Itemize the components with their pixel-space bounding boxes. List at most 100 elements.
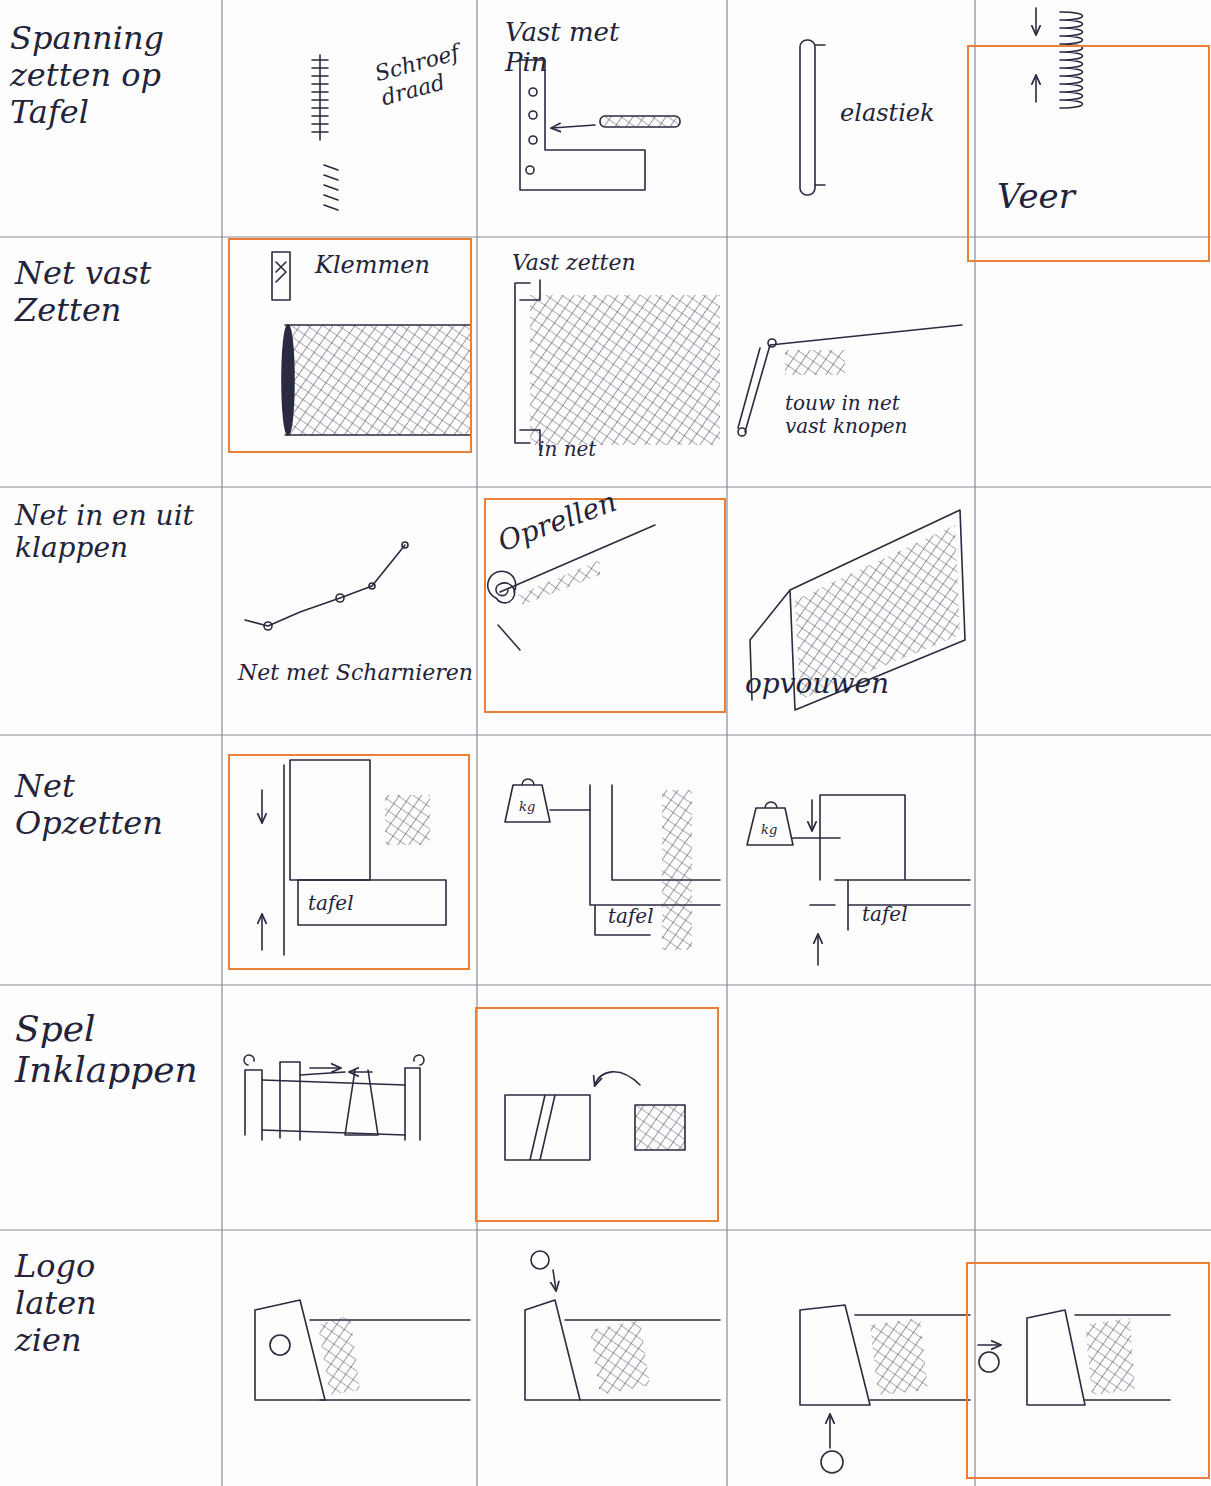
- selected-option-box: tafel: [228, 754, 470, 970]
- pin-hole: [529, 88, 537, 96]
- sketch-note: kg: [761, 823, 791, 838]
- thread-sketch: [324, 165, 338, 210]
- logo-circle: [270, 1335, 290, 1355]
- pen-sketches: [244, 8, 1170, 1473]
- selection-frame: [967, 1263, 1209, 1478]
- slide-arrow: [978, 1344, 1000, 1346]
- roller-sketch: [245, 1062, 420, 1140]
- elastic-clip: [815, 45, 825, 185]
- post-line: [283, 765, 285, 955]
- post-sketch: [590, 785, 720, 935]
- sketch-note: Net met Scharnieren: [238, 660, 473, 685]
- net-hatch: [318, 1315, 360, 1395]
- roller-sketch: [244, 1055, 424, 1135]
- sketch-note: in net: [538, 438, 658, 461]
- hinged-net: [245, 545, 405, 626]
- selected-option-box: Veer: [967, 45, 1210, 262]
- net-hatch: [870, 1318, 928, 1395]
- row-heading: Spel Inklappen: [15, 1008, 185, 1091]
- option-label: Oprellen: [494, 449, 721, 558]
- selected-option-box: Klemmen: [228, 238, 472, 453]
- force-arrow: [817, 935, 819, 965]
- rope-knot: [768, 339, 776, 347]
- spring-coil: [1060, 12, 1083, 108]
- sketch-note: Vast zetten: [512, 250, 672, 275]
- option-label: Veer: [997, 177, 1208, 216]
- net-hatch: [785, 350, 845, 375]
- hinge: [336, 594, 344, 602]
- grid-lines: [476, 0, 477, 1486]
- sketch-note: tafel: [608, 905, 688, 928]
- force-arrow: [811, 800, 813, 830]
- post-sketch: [810, 795, 970, 930]
- grid-lines: [221, 0, 222, 1486]
- rise-arrow: [829, 1415, 831, 1448]
- pin-hole: [529, 111, 537, 119]
- post-box: [290, 760, 370, 880]
- grid-lines: [0, 984, 1211, 985]
- sketch-note: elastiek: [840, 100, 950, 128]
- net-edge: [1075, 1315, 1170, 1400]
- net-edge: [565, 1320, 720, 1400]
- logo-ball: [821, 1451, 843, 1473]
- row-heading: Net vast Zetten: [15, 255, 195, 329]
- grid-lines: [0, 236, 1211, 237]
- grid-lines: [0, 1229, 1211, 1230]
- elastic-band: [800, 40, 815, 195]
- selected-option-box: Oprellen: [484, 498, 726, 713]
- hinge: [264, 622, 272, 630]
- pin-hole: [529, 136, 537, 144]
- net-box: [635, 1105, 685, 1150]
- clamp-sketch: [272, 252, 290, 300]
- force-arrow: [261, 915, 263, 950]
- pin-arrow: [552, 125, 595, 128]
- row-heading: Logo laten zien: [15, 1248, 155, 1358]
- sketch-note: kg: [519, 800, 549, 815]
- net-hatch: [1085, 1318, 1135, 1395]
- pin: [600, 116, 680, 127]
- selection-frames: [476, 1008, 1209, 1478]
- net-hatch: [285, 325, 470, 435]
- net-hatch: [590, 1320, 650, 1395]
- force-arrow: [1035, 76, 1037, 102]
- hinge: [402, 542, 408, 548]
- force-arrow: [261, 790, 263, 822]
- sketch-note: tafel: [862, 903, 942, 926]
- net-edge: [285, 325, 470, 435]
- pin-hole: [526, 166, 534, 174]
- grid-lines: [0, 734, 1211, 735]
- sketch-note: Schroef draad: [372, 36, 482, 111]
- weight-sketch: [505, 779, 590, 822]
- logo-post: [525, 1300, 580, 1400]
- fold-sketch: [505, 1095, 590, 1160]
- net-hatch: [530, 295, 720, 445]
- net-edge: [855, 1315, 970, 1400]
- clamp-roll: [282, 325, 294, 435]
- sketch-note: opvouwen: [745, 668, 915, 700]
- rope-knot: [738, 428, 746, 436]
- logo-ball: [531, 1251, 549, 1269]
- weight-sketch: [747, 802, 840, 845]
- row-heading: Spanning zetten op Tafel: [10, 20, 210, 130]
- logo-post: [1027, 1310, 1085, 1405]
- logo-ball: [979, 1352, 999, 1372]
- row-heading: Net in en uit klappen: [15, 500, 210, 564]
- net-hatch: [518, 560, 600, 605]
- net-hatch: [385, 795, 430, 845]
- logo-post: [800, 1305, 870, 1405]
- sketch-note: touw in net vast knopen: [785, 392, 945, 438]
- logo-post: [255, 1300, 325, 1400]
- fold-arrow: [350, 1071, 372, 1073]
- row-heading: Net Opzetten: [15, 768, 175, 842]
- force-arrow: [1035, 8, 1037, 34]
- drop-arrow: [553, 1270, 556, 1290]
- fold-arrow: [595, 1072, 640, 1085]
- net-hatch: [662, 790, 692, 950]
- option-label: tafel: [308, 892, 468, 915]
- selection-frame: [476, 1008, 718, 1221]
- option-label: Klemmen: [315, 252, 470, 280]
- hinge: [369, 583, 375, 589]
